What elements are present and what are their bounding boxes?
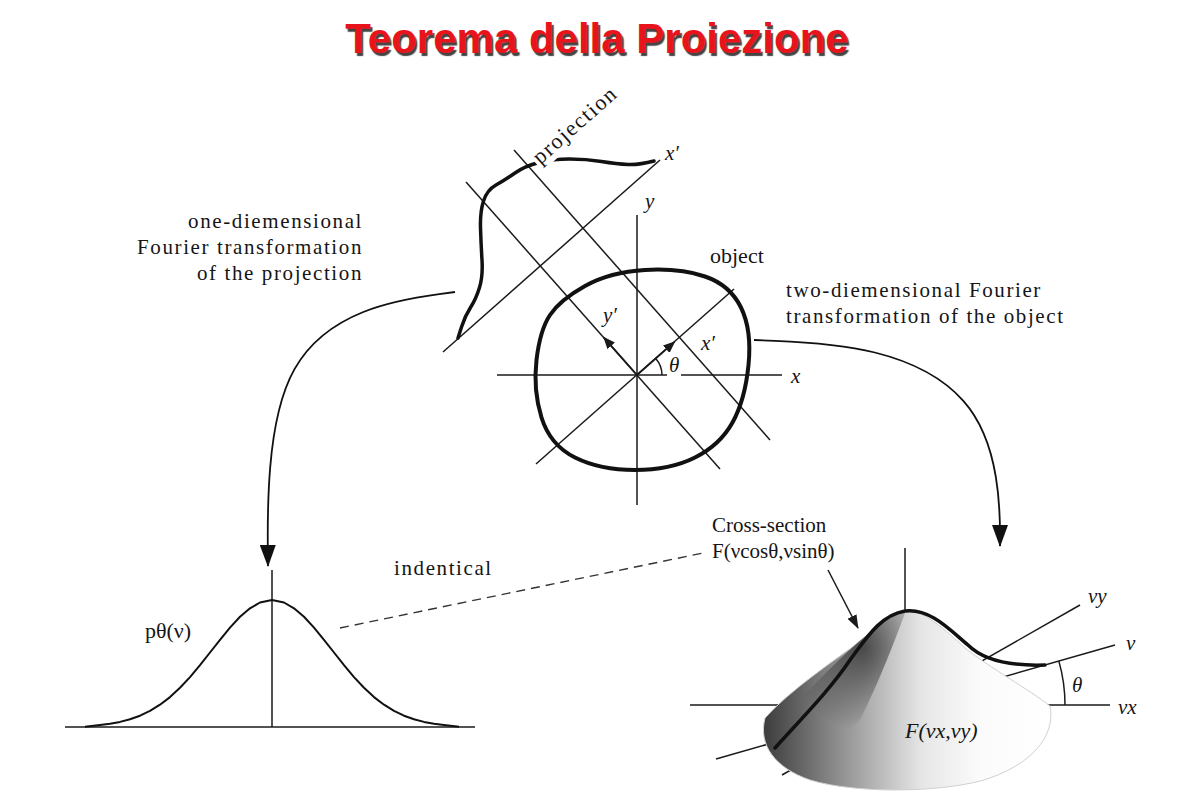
axis-label: x	[789, 363, 802, 389]
identity-note: indentical	[392, 555, 495, 581]
label-holder: Cross-section F(νcosθ,νsinθ)	[710, 512, 885, 564]
frequency-axis	[65, 726, 475, 728]
label-holder: pθ(ν)	[145, 618, 191, 644]
cross-section-leader	[828, 570, 858, 628]
projection-ray	[466, 182, 720, 469]
spectrum-label: pθ(ν)	[145, 618, 191, 644]
label-holder: θ	[667, 352, 681, 378]
surface-shade	[800, 613, 905, 732]
spectrum-plot: pθ(ν)	[65, 566, 475, 730]
label-holder: x′	[663, 140, 681, 166]
label-holder: y	[643, 188, 656, 214]
x-axis	[497, 374, 782, 376]
nu-x-axis	[690, 704, 1110, 706]
label-holder: object	[708, 243, 766, 269]
title-holder: Teorema della Proiezione	[0, 14, 1194, 64]
label-holder: indentical	[392, 555, 495, 581]
page-title: Teorema della Proiezione	[0, 14, 1194, 64]
fourier-surface	[763, 611, 1050, 790]
y-prime-arrow	[604, 338, 637, 375]
axis-label: x′	[663, 140, 681, 166]
label-holder: νx	[1116, 694, 1139, 720]
axis-label: ν	[1124, 630, 1137, 656]
label-holder: one-diemensional Fourier transformation …	[125, 208, 365, 286]
axis-label: x′	[699, 330, 717, 356]
axis-label: νy	[1086, 583, 1109, 609]
label-holder: y′	[601, 302, 619, 328]
spectrum-curve	[85, 600, 459, 727]
identity-leader	[340, 553, 703, 628]
amplitude-axis	[904, 548, 906, 611]
label-holder: two-diemensional Fourier transformation …	[784, 277, 1084, 329]
object-outline	[535, 270, 749, 470]
surface-label: F(νx,νy)	[905, 718, 978, 744]
label-holder: F(νx,νy)	[905, 718, 978, 744]
projection-plot: projection	[455, 155, 658, 341]
cross-section-curve	[775, 611, 1045, 748]
transform-note: two-diemensional Fourier transformation …	[784, 277, 1084, 329]
angle-arc	[656, 358, 662, 375]
projection-curve	[458, 159, 654, 338]
object-shape: object	[531, 266, 754, 472]
axis-label: y′	[601, 302, 619, 328]
nu-axis	[716, 645, 1115, 759]
transform-arrow	[268, 292, 455, 566]
y-axis	[636, 215, 638, 505]
angle-label: θ	[1070, 672, 1084, 698]
projection-label: projection	[525, 79, 624, 171]
axis-label: y	[643, 188, 656, 214]
label-holder: ν	[1124, 630, 1137, 656]
projection-ray	[514, 150, 770, 440]
angle-arc	[1059, 661, 1065, 705]
label-holder: x′	[699, 330, 717, 356]
angle-label: θ	[667, 352, 681, 378]
axis-label: νx	[1116, 694, 1139, 720]
label-holder: θ	[1070, 672, 1084, 698]
surface-plot: F(νx,νy)	[762, 546, 1052, 790]
transform-note: one-diemensional Fourier transformation …	[125, 208, 365, 286]
ordinate-axis	[271, 570, 273, 727]
label-holder: νy	[1086, 583, 1109, 609]
nu-y-axis	[782, 605, 1080, 775]
label-holder: x	[789, 363, 802, 389]
x-prime-axis	[536, 289, 734, 464]
cross-section-callout: Cross-section F(νcosθ,νsinθ)	[710, 512, 885, 564]
object-label: object	[708, 243, 766, 269]
projection-axis	[443, 160, 660, 352]
